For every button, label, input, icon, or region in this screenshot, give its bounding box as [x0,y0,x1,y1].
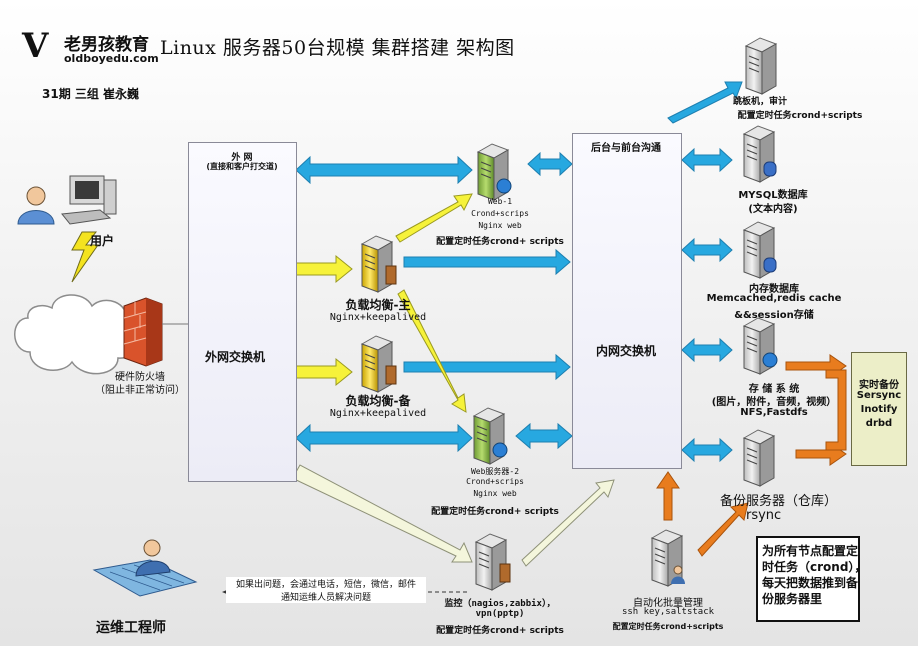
realtime-label-2: Sersync [856,390,902,401]
realtime-label-4: drbd [865,418,893,429]
monitor-label-2: vpn(pptp) [475,609,525,619]
ops-engineer-label: 运维工程师 [96,620,166,636]
cache-label-1: 内存数据库 [749,284,799,295]
cron-note-1: 为所有节点配置定 [762,544,859,558]
jump-label-2: 配置定时任务crond+scripts [737,111,863,121]
web2-label-2: Crond+scrips [466,477,524,486]
cache-server-icon [742,221,777,279]
cron-note-box [756,536,860,622]
logo-url: oldboyedu.com [64,52,159,65]
orange-arrows [656,354,847,557]
arrow-lbm-web1 [395,193,473,243]
storage-label-1: 存 储 系 统 [748,384,800,395]
mysql-server-icon [742,125,777,183]
web2-label-1: Web服务器-2 [470,467,520,476]
web1-label-4: 配置定时任务crond+ scripts [436,237,564,247]
alert-label-1: 如果出问题，会通过电话，短信，微信，邮件 [226,577,426,590]
yellow-arrows [295,193,473,413]
realtime-label-1: 实时备份 [859,380,899,391]
arrow-monitor-inner [521,479,615,567]
arrow-rt-bar [825,369,847,451]
outer-net-label-2: (直接和客户打交道) [206,162,278,171]
blue-arrows [295,81,743,463]
storage-label-2: (图片，附件，音频，视频） [711,397,837,408]
cron-note-3: 每天把数据推到备 [762,576,859,590]
arrow-outer-web1 [295,155,473,185]
lb-master-server-icon [360,235,397,293]
realtime-backup-box [851,352,907,466]
firewall-icon [123,297,163,367]
backup-label-1: 备份服务器（仓库） [720,494,838,509]
automation-server-icon [650,529,685,587]
arrow-mysql [681,147,733,173]
inner-switch-label: 内网交换机 [595,344,656,358]
lb-master-sub: Nginx+keepalived [329,312,427,323]
user-person-icon [17,186,55,225]
jump-label-1: 跳板机，审计 [732,97,787,107]
arrow-backup [681,437,733,463]
author-label: 31期 三组 崔永巍 [42,87,140,101]
web2-label-4: 配置定时任务crond+ scripts [431,507,559,517]
backup-server-icon [742,429,776,487]
arrow-lbb-inner [403,353,571,381]
web2-server-icon [472,407,508,465]
logo-mark: V [22,26,49,66]
mysql-label-1: MYSQL数据库 [738,190,808,201]
web1-label-2: Crond+scrips [471,209,529,218]
arrow-storage [681,337,733,363]
cron-note-4: 份服务器里 [762,592,823,606]
lb-backup-server-icon [360,335,397,393]
lb-master-title: 负载均衡-主 [345,298,411,312]
cron-note-2: 时任务（crond）， [762,560,867,574]
arrow-outer-web2 [295,423,473,453]
outer-network-zone [188,142,297,482]
arrow-auto-inner [656,471,680,521]
arrow-to-monitor [291,464,473,563]
firewall-label-2: （阻止非正常访问） [95,385,185,396]
ops-engineer-icon [92,539,198,597]
web1-server-icon [476,143,512,201]
user-label: 用户 [90,234,115,248]
monitor-label-1: 监控（nagios,zabbix）， [444,599,556,609]
cache-label-3: &&session存储 [734,310,814,321]
monitor-server-icon [474,533,511,591]
arrow-to-lbm [295,254,353,284]
lb-backup-title: 负载均衡-备 [345,394,411,408]
alert-label-2: 通知运维人员解决问题 [226,590,426,603]
page-title: Linux 服务器50台规模 集群搭建 架构图 [160,37,515,59]
lightning-icon [71,231,99,283]
firewall-label-1: 硬件防火墙 [115,372,165,383]
storage-label-3: NFS,Fastdfs [740,407,808,418]
automation-label-3: 配置定时任务crond+scripts [612,622,724,631]
storage-server-icon [742,317,778,375]
arrow-jump [667,81,743,124]
backup-label-2: rsync [746,508,782,523]
lb-backup-sub: Nginx+keepalived [329,408,427,419]
jump-server-icon [744,37,778,95]
realtime-label-3: Inotify [860,404,898,415]
automation-label-2: ssh key,saltstack [621,607,715,617]
web1-label-3: Nginx web [478,221,522,230]
arrow-to-lbb [295,357,353,387]
arrow-auto-backup [697,502,749,557]
web1-label-1: Web-1 [487,197,513,206]
backend-comm-label: 后台与前台沟通 [591,143,661,154]
user-computer-icon [61,175,117,225]
arrow-cache [681,237,733,263]
inner-network-zone [572,133,682,469]
web2-label-3: Nginx web [473,489,517,498]
monitor-label-3: 配置定时任务crond+ scripts [436,626,564,636]
arrow-lbm-web2 [397,289,467,413]
logo-text: 老男孩教育 [64,35,149,55]
arrow-lbm-inner [403,248,571,276]
outer-switch-label: 外网交换机 [205,350,266,364]
mysql-label-2: (文本内容) [748,204,798,215]
outer-net-label-1: 外 网 [231,153,253,163]
cache-label-2: Memcached,redis cache [706,293,842,304]
pale-arrows [291,464,615,567]
automation-label-1: 自动化批量管理 [633,598,703,609]
